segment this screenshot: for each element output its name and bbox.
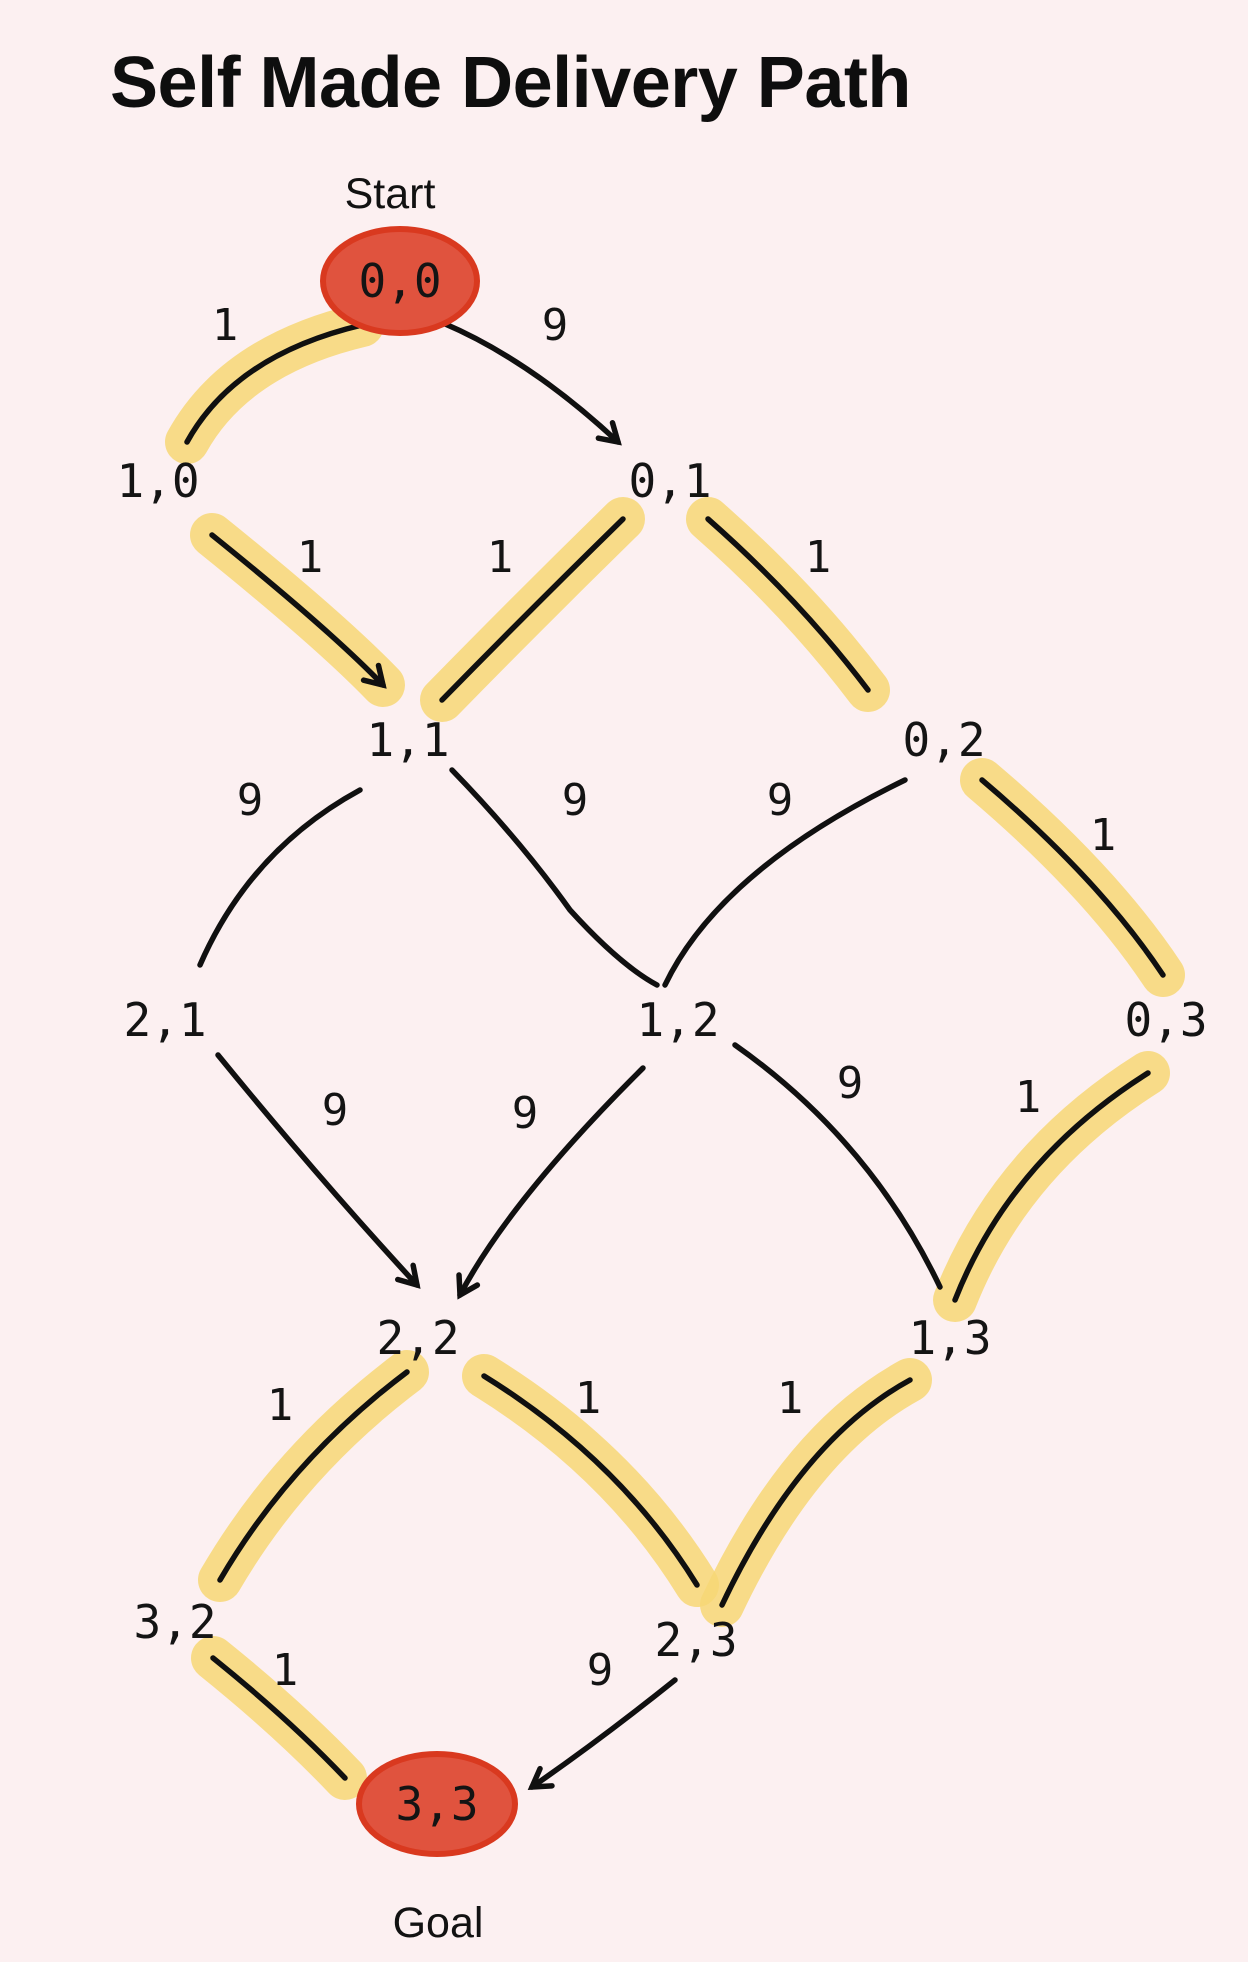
edge-0-2-to-0-3-highlight bbox=[960, 758, 1185, 997]
highlight-layer bbox=[165, 303, 1185, 1800]
edge-1-2-to-2-2-weight: 9 bbox=[512, 1088, 539, 1139]
node-2-3: 2,3 bbox=[654, 1613, 737, 1667]
start-node-oval bbox=[320, 226, 480, 336]
node-1-0: 1,0 bbox=[116, 454, 199, 508]
node-label: 0,2 bbox=[902, 713, 985, 767]
node-2-1: 2,1 bbox=[123, 993, 206, 1047]
edge-2-1-to-2-2-arrowhead bbox=[395, 1262, 421, 1289]
node-label: 1,3 bbox=[908, 1311, 991, 1365]
node-layer: 0,0 1,0 0,1 1,1 0,2 2,1 1,2 0,3 2,2 1,3 3,2 2,3 3,3 bbox=[116, 226, 1208, 1857]
edge-0-0-to-0-1-weight: 9 bbox=[542, 300, 569, 351]
edge-0-3-to-1-3-weight: 1 bbox=[1015, 1072, 1042, 1123]
node-label: 2,2 bbox=[376, 1311, 459, 1365]
edge-0-2-to-1-2 bbox=[662, 777, 908, 988]
node-0-1: 0,1 bbox=[628, 454, 711, 508]
node-label: 1,0 bbox=[116, 454, 199, 508]
node-1-3: 1,3 bbox=[908, 1311, 991, 1365]
edge-2-2-to-3-2-highlight bbox=[198, 1350, 429, 1602]
goal-node-oval bbox=[356, 1751, 518, 1857]
edge-0-0-to-1-0 bbox=[184, 322, 365, 445]
edge-0-1-to-1-1-weight: 1 bbox=[487, 532, 514, 583]
edge-2-2-to-3-2 bbox=[217, 1369, 410, 1583]
edge-3-2-to-3-3-weight: 1 bbox=[272, 1645, 299, 1696]
edge-0-0-to-1-0-weight: 1 bbox=[212, 300, 239, 351]
node-label: 2,3 bbox=[654, 1613, 737, 1667]
goal-caption: Goal bbox=[393, 1899, 484, 1947]
edge-1-0-to-1-1-weight: 1 bbox=[297, 532, 324, 583]
edge-1-2-to-1-3-weight: 9 bbox=[837, 1058, 864, 1109]
edge-0-3-to-1-3 bbox=[952, 1070, 1151, 1303]
node-0-2: 0,2 bbox=[902, 713, 985, 767]
edge-2-3-to-3-3-weight: 9 bbox=[587, 1645, 614, 1696]
start-caption: Start bbox=[345, 170, 436, 218]
node-label: 3,3 bbox=[395, 1777, 478, 1831]
page-title: Self Made Delivery Path bbox=[110, 43, 911, 123]
node-label: 3,2 bbox=[133, 1595, 216, 1649]
node-label: 1,1 bbox=[366, 713, 449, 767]
edge-0-3-to-1-3-highlight bbox=[933, 1051, 1170, 1322]
node-1-2: 1,2 bbox=[636, 993, 719, 1047]
edge-2-1-to-2-2 bbox=[215, 1052, 420, 1288]
edge-1-1-to-2-1 bbox=[197, 787, 363, 968]
weight-layer: 1 9 1 1 1 9 9 9 1 9 9 9 1 1 1 1 1 9 bbox=[212, 300, 1117, 1696]
edge-1-1-to-1-2-weight: 9 bbox=[562, 775, 589, 826]
edge-1-3-to-2-3-highlight bbox=[700, 1358, 932, 1627]
edge-1-2-to-2-2-arrowhead bbox=[456, 1272, 481, 1300]
node-label: 0,1 bbox=[628, 454, 711, 508]
edge-2-2-to-2-3-weight: 1 bbox=[575, 1373, 602, 1424]
node-label: 2,1 bbox=[123, 993, 206, 1047]
edge-3-2-to-3-3 bbox=[210, 1655, 348, 1781]
node-0-3: 0,3 bbox=[1124, 993, 1207, 1047]
edge-0-2-to-0-3-weight: 1 bbox=[1090, 810, 1117, 861]
edge-1-1-to-2-1-weight: 9 bbox=[237, 775, 264, 826]
edge-0-1-to-0-2-weight: 1 bbox=[805, 532, 832, 583]
edge-layer bbox=[184, 320, 1166, 1791]
edge-0-0-to-0-1 bbox=[440, 320, 621, 445]
edge-0-2-to-1-2-weight: 9 bbox=[767, 775, 794, 826]
edge-1-2-to-2-2 bbox=[457, 1065, 646, 1298]
edge-1-3-to-2-3 bbox=[719, 1377, 913, 1608]
node-label: 0,0 bbox=[358, 254, 441, 308]
edge-1-2-to-1-3 bbox=[732, 1042, 943, 1290]
edge-0-2-to-0-3 bbox=[979, 777, 1166, 978]
node-3-2: 3,2 bbox=[133, 1595, 216, 1649]
edge-2-1-to-2-2-weight: 9 bbox=[322, 1085, 349, 1136]
edge-1-0-to-1-1 bbox=[209, 532, 386, 688]
edge-0-1-to-0-2-highlight bbox=[686, 497, 890, 712]
edge-1-3-to-2-3-weight: 1 bbox=[777, 1373, 804, 1424]
edge-0-0-to-0-1-arrowhead bbox=[595, 420, 622, 446]
node-label: 0,3 bbox=[1124, 993, 1207, 1047]
node-1-1: 1,1 bbox=[366, 713, 449, 767]
edge-1-0-to-1-1-arrowhead bbox=[360, 662, 387, 689]
edge-1-1-to-1-2 bbox=[449, 767, 660, 988]
node-0-0: 0,0 bbox=[320, 226, 480, 336]
edge-0-1-to-0-2 bbox=[705, 516, 871, 693]
edge-2-3-to-3-3 bbox=[529, 1677, 678, 1790]
node-label: 1,2 bbox=[636, 993, 719, 1047]
edge-2-3-to-3-3-arrowhead bbox=[527, 1765, 555, 1791]
edge-2-2-to-2-3 bbox=[481, 1373, 700, 1588]
edge-2-2-to-3-2-weight: 1 bbox=[267, 1380, 294, 1431]
edge-0-1-to-1-1 bbox=[439, 516, 626, 703]
node-3-3: 3,3 bbox=[356, 1751, 518, 1857]
node-2-2: 2,2 bbox=[376, 1311, 459, 1365]
